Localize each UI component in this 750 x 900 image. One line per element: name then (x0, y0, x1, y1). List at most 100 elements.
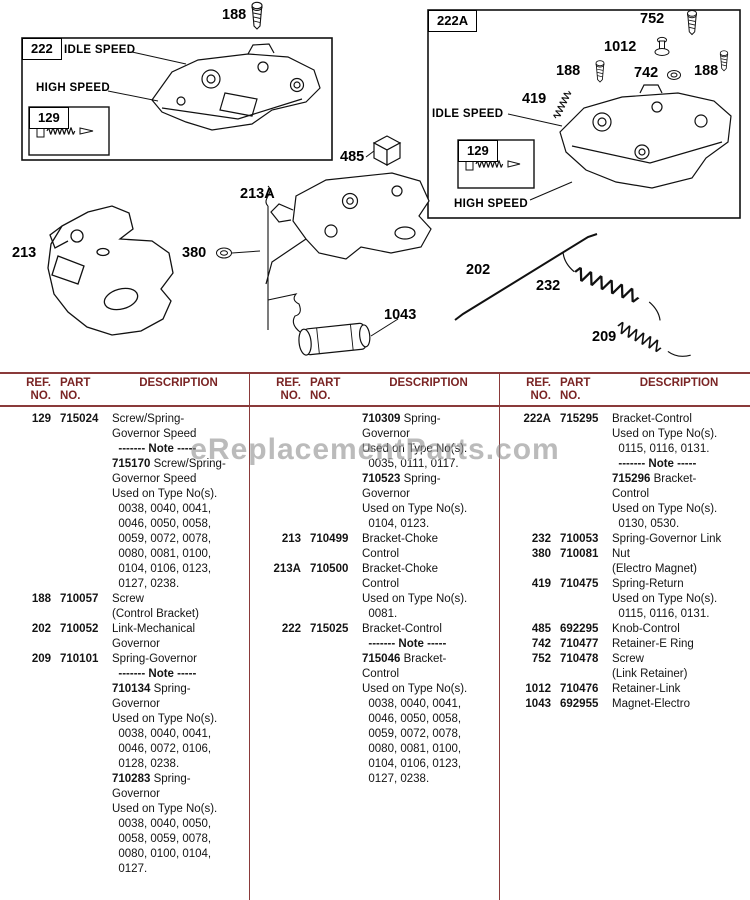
part-no: 710478 (560, 653, 599, 665)
callout-16-213a: 213A (240, 186, 275, 202)
callout-1-222: 222 (22, 38, 62, 60)
part-no: 692955 (560, 698, 599, 710)
callout-15-485: 485 (340, 149, 365, 165)
part-entry-209: 209 710101 Spring-Governor ------- Note --… (14, 652, 247, 877)
table-header-cell: REF.NO. (276, 377, 301, 402)
callout-9-742: 742 (634, 65, 659, 81)
callout-11-419: 419 (522, 91, 547, 107)
callout-2-idle-speed: IDLE SPEED (64, 44, 136, 56)
spring-232-drawing (562, 253, 661, 321)
callout-3-high-speed: HIGH SPEED (36, 82, 110, 94)
part-no: 710477 (560, 638, 599, 650)
knob-485-drawing (372, 135, 402, 167)
callout-20-202: 202 (466, 262, 491, 278)
ref-no: 213A (273, 563, 302, 575)
callout-5-222a: 222A (428, 10, 478, 32)
governor-plate-222a-drawing (559, 84, 732, 189)
callout-18-380: 380 (182, 245, 207, 261)
part-description: Screw(Link Retainer) (612, 653, 688, 680)
callout-6-752: 752 (640, 11, 665, 27)
nut-380-icon (216, 247, 232, 259)
inset-box-222 (21, 37, 333, 161)
plunger-hook-line (265, 185, 271, 207)
leader-lines (107, 51, 573, 337)
ref-no (264, 412, 310, 532)
part-no: 710476 (560, 683, 599, 695)
ref-no: 419 (531, 578, 551, 590)
callout-19-1043: 1043 (384, 307, 417, 323)
link-202-drawing (454, 233, 598, 321)
screw-188-icon (251, 1, 263, 30)
part-no: 710500 (310, 563, 349, 575)
speed-screw-129-drawing (36, 124, 94, 138)
part-description: Knob-Control (612, 623, 680, 635)
callout-0-188: 188 (222, 7, 247, 23)
ref-no: 213 (281, 533, 301, 545)
callout-14-high-speed: HIGH SPEED (454, 198, 528, 210)
callout-7-1012: 1012 (604, 39, 637, 55)
ref-no: 202 (31, 623, 51, 635)
table-header-cell: DESCRIPTION (139, 377, 218, 389)
speed-screw-129a-drawing (465, 157, 521, 171)
callout-17-213: 213 (12, 245, 37, 261)
part-entry-1043: 1043 692955 Magnet-Electro (514, 697, 748, 712)
callout-12-idle-speed: IDLE SPEED (432, 108, 504, 120)
part-description: Nut(Electro Magnet) (612, 548, 698, 575)
callout-10-188: 188 (694, 63, 719, 79)
spring-419-icon (552, 89, 573, 121)
bracket-213a-drawing (265, 172, 432, 285)
part-no (310, 412, 362, 532)
part-no: 710052 (60, 623, 99, 635)
ref-no: 209 (31, 653, 51, 665)
table-header-cell: DESCRIPTION (639, 377, 719, 389)
part-description: Spring-Governor Link (612, 533, 722, 545)
table-header-cell: REF.NO. (26, 377, 51, 402)
part-no: 715024 (60, 413, 99, 425)
part-no: 710101 (60, 653, 99, 665)
ref-no: 485 (531, 623, 551, 635)
screw-752-icon (687, 9, 697, 35)
part-description: Bracket-Control ------- Note -----715046… (362, 623, 468, 785)
callout-13-129: 129 (458, 140, 498, 162)
callout-4-129: 129 (29, 107, 69, 129)
part-description: Screw/Spring-Governor Speed ------- Note… (112, 413, 226, 590)
ref-no: 222A (523, 413, 552, 425)
part-no: 710057 (60, 593, 99, 605)
ref-no: 232 (531, 533, 551, 545)
part-description: Retainer-Link (612, 683, 681, 695)
callout-21-232: 232 (536, 278, 561, 294)
spring-209-drawing (614, 320, 691, 357)
ref-no: 188 (31, 593, 51, 605)
diagram-line-art (21, 1, 741, 357)
screw-188c-icon (719, 50, 729, 72)
part-description: Magnet-Electro (612, 698, 690, 710)
e-ring-742-icon (667, 70, 681, 80)
part-no: 715295 (560, 413, 599, 425)
part-description: Spring-Governor ------- Note -----710134… (112, 653, 218, 875)
ref-no: 1043 (525, 698, 551, 710)
